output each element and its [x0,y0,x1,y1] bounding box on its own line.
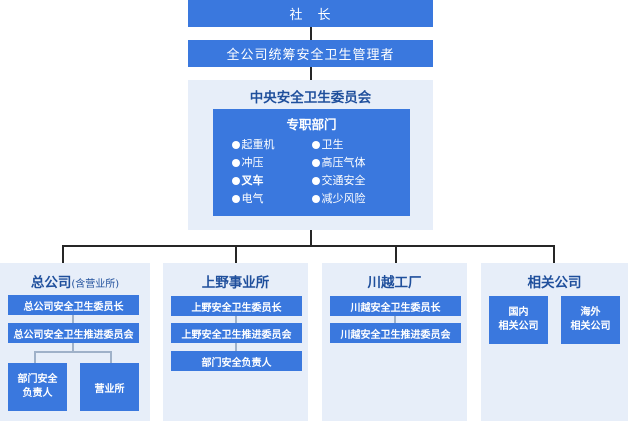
bullet-icon [231,194,240,203]
ueno-dept-manager-box: 部门安全负责人 [171,351,302,371]
head-office-title: 总公司(含营业所) [30,275,120,291]
head-office-branch-right [110,351,112,363]
connector-committee-down [310,230,312,246]
kawagoe-chief-box: 川越安全卫生委员长 [330,296,461,316]
dedicated-department-list: 起重机 卫生 冲压 高压气体 叉车 交通安全 电气 减少风险 [231,136,392,206]
president-box: 社 长 [188,0,433,27]
sales-office-box: 营业所 [80,363,139,411]
kawagoe-vertical-connector [394,306,396,330]
head-office-subtitle: (含营业所) [71,279,120,290]
dedicated-department-title: 专职部门 [286,117,337,132]
bullet-icon [311,176,320,185]
head-office-branch-left [34,351,36,363]
bullet-icon [231,158,240,167]
head-office-branch-connector [34,351,112,353]
connector-drop-head-office [62,245,64,265]
dept-item-electrical: 电气 [231,190,312,206]
dept-item-risk-reduction: 减少风险 [311,190,392,206]
ueno-chief-box: 上野安全卫生委员长 [171,296,302,316]
president-label: 社 长 [289,8,332,23]
head-office-chief-box: 总公司安全卫生委员长 [8,295,139,315]
kawagoe-promotion-box: 川越安全卫生推进委员会 [330,323,461,343]
kawagoe-title: 川越工厂 [367,275,422,291]
bullet-icon [311,194,320,203]
bullet-icon [311,140,320,149]
related-companies-title: 相关公司 [527,275,582,291]
connector-horizontal-bus [62,245,554,247]
coordinator-box: 全公司统筹安全卫生管理者 [188,40,433,67]
bullet-icon [311,158,320,167]
bullet-icon [231,140,240,149]
domestic-related-companies-box: 国内 相关公司 [489,296,548,344]
ueno-title: 上野事业所 [201,275,270,291]
dept-item-traffic-safety: 交通安全 [311,172,392,188]
ueno-promotion-box: 上野安全卫生推进委员会 [171,323,302,343]
overseas-related-companies-box: 海外 相关公司 [561,296,620,344]
head-office-promotion-box: 总公司安全卫生推进委员会 [8,323,139,343]
connector-drop-kawagoe [395,245,397,265]
dept-item-high-pressure-gas: 高压气体 [311,154,392,170]
bullet-icon [231,176,240,185]
dept-item-hygiene: 卫生 [311,136,392,152]
connector-president-coordinator [310,27,312,40]
dept-safety-manager-box: 部门安全 负责人 [8,363,67,411]
connector-drop-related [553,245,555,265]
dedicated-department-box: 专职部门 起重机 卫生 冲压 高压气体 叉车 交通安全 电气 减少风险 [213,109,410,216]
connector-drop-ueno [235,245,237,265]
coordinator-label: 全公司统筹安全卫生管理者 [226,48,395,63]
connector-coordinator-committee [310,67,312,80]
dept-item-forklift: 叉车 [231,172,312,188]
dept-item-press: 冲压 [231,154,312,170]
central-committee-title: 中央安全卫生委员会 [249,90,372,106]
dept-item-crane: 起重机 [231,136,312,152]
